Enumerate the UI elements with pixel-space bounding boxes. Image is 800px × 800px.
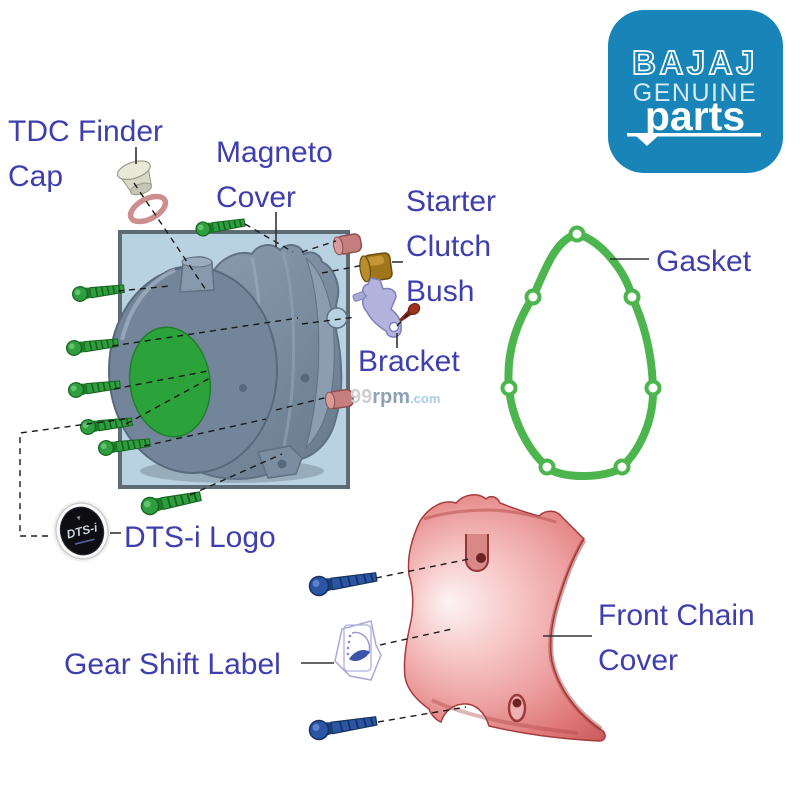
green-bolt [70,280,126,304]
tdc-oring [127,193,169,225]
dtsi-badge-subline [74,538,95,545]
chain-cover-top-slot [465,534,489,572]
bajaj-logo-background [608,10,783,173]
tdc-cap-top [116,160,151,181]
watermark-99: 99 [350,386,372,408]
label-tdc-finder-cap-line1: TDC Finder [8,115,163,148]
blue-bolt [307,566,379,598]
cover-face-highlight [120,268,176,341]
gasket-holes [500,225,662,476]
label-starter-clutch-bush-line2: Clutch [406,230,491,263]
label-gear-shift: Gear Shift Label [64,648,281,681]
watermark-com: .com [410,391,440,406]
watermark-rpm: rpm [372,386,410,408]
dashed-leader-lines [19,182,470,723]
blue-bolt [307,710,379,742]
label-front-chain-cover-line2: Cover [598,644,678,677]
dtsi-badge-mark [76,515,81,521]
label-magneto-cover-line2: Cover [216,181,296,214]
cover-ridge-2 [281,251,296,447]
label-starter-clutch-bush-line1: Starter [406,185,496,218]
part-labels: TDC Finder Cap Magneto Cover Starter Clu… [8,115,755,681]
dtsi-logo-part: DTS-i [52,500,112,562]
bracket-tab [352,291,366,302]
sticker-outline [334,620,382,681]
label-dtsi-logo: DTS-i Logo [124,521,276,554]
tdc-boss-top [181,256,213,268]
gasket-outline [504,230,658,480]
front-chain-cover-illustration [403,494,606,742]
chain-cover-oval-hole [512,698,522,708]
label-starter-clutch-bush-line3: Bush [406,275,474,308]
chain-cover-hump-shading [423,508,557,524]
chain-cover-right-shading [548,538,603,732]
cover-bolt-hole-1 [300,373,310,383]
cover-bottom-tab-hole [277,459,287,469]
bracket-hole [388,321,400,333]
label-bracket: Bracket [358,345,460,378]
label-gasket: Gasket [656,245,752,278]
chain-cover-body [403,494,606,742]
starter-clutch-bush-brass [359,252,393,283]
chain-cover-slot-hole [476,553,486,563]
sticker-gear-pattern [349,650,370,662]
solid-leader-lines [110,147,649,664]
bajaj-parts-text: parts [645,93,745,139]
label-magneto-cover-line1: Magneto [216,136,333,169]
sticker-arc [351,631,371,654]
bajaj-genuine-parts-logo: BAJAJ GENUINE parts [608,10,783,173]
cover-bolt-hole-2 [239,384,247,392]
sticker-inner-frame [343,624,372,672]
bajaj-underline [627,133,761,137]
label-front-chain-cover-line1: Front Chain [598,599,755,632]
bracket-body [362,277,402,338]
label-tdc-finder-cap-line2: Cap [8,160,63,193]
starter-clutch-bush-pink-top [332,233,363,256]
bajaj-genuine-text: GENUINE [633,79,757,107]
cover-edge-notch [326,307,348,329]
green-bolt [139,486,203,517]
bracket-part [352,277,402,338]
sticker-dots [346,634,352,656]
cover-green-oval [128,326,212,438]
gear-shift-label-part [334,620,382,681]
magneto-cover-illustration [108,230,350,489]
bajaj-underline-arrow [636,136,658,146]
watermark: 99rpm.com [350,386,440,408]
bajaj-brand-text: BAJAJ [632,44,758,81]
gasket-illustration [500,225,662,480]
chain-cover-bottom-shading [431,698,579,735]
starter-clutch-bush-pink-bottom [324,388,355,410]
